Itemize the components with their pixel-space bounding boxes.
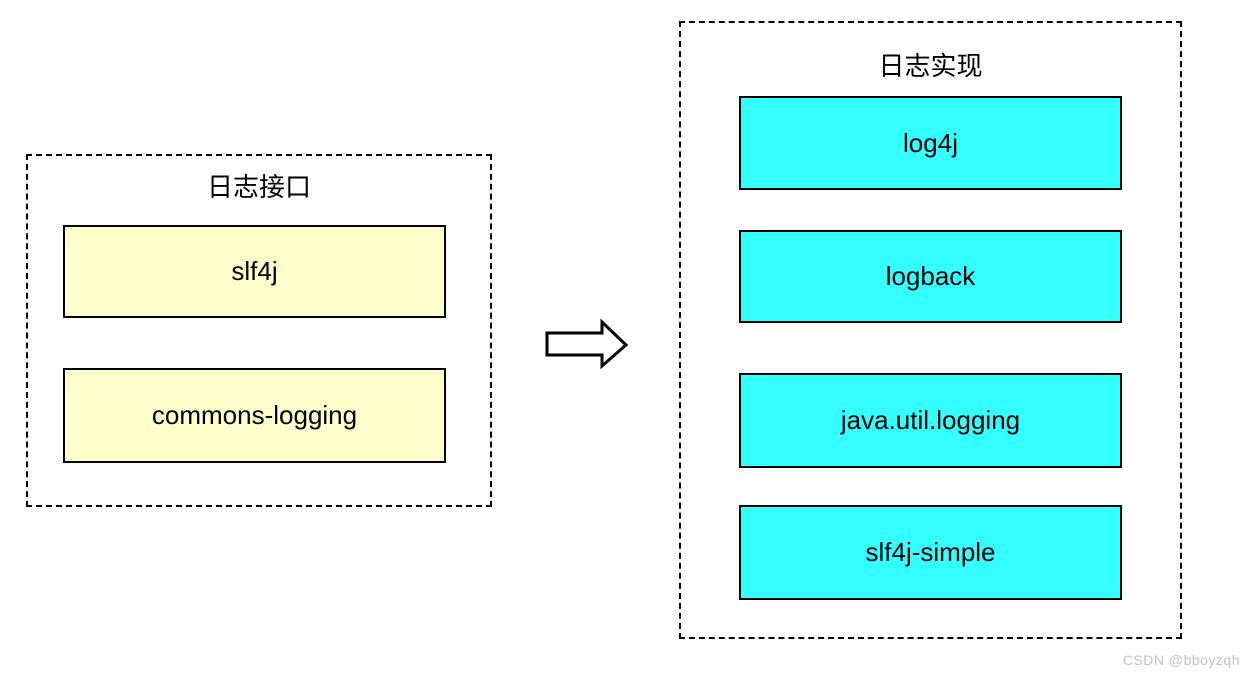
log-interface-group-title: 日志接口 [206, 172, 311, 202]
node-logback: logback [739, 230, 1122, 323]
node-commons-logging-label: commons-logging [151, 400, 358, 430]
node-log4j: log4j [739, 96, 1122, 190]
node-logback-label: logback [885, 261, 976, 291]
node-slf4j-simple-label: slf4j-simple [865, 537, 996, 567]
node-slf4j: slf4j [63, 225, 446, 318]
node-commons-logging: commons-logging [63, 368, 446, 463]
csdn-watermark: CSDN @bboyzqh [1122, 652, 1240, 668]
log-implementation-group-title: 日志实现 [878, 51, 983, 81]
node-java-util-logging-label: java.util.logging [840, 405, 1021, 435]
node-slf4j-simple: slf4j-simple [739, 505, 1122, 600]
node-java-util-logging: java.util.logging [739, 373, 1122, 468]
node-slf4j-label: slf4j [231, 256, 278, 286]
right-arrow-icon [540, 314, 635, 376]
log-implementation-group-frame [679, 21, 1182, 639]
log-interface-group-frame [26, 154, 492, 507]
node-log4j-label: log4j [903, 127, 958, 158]
